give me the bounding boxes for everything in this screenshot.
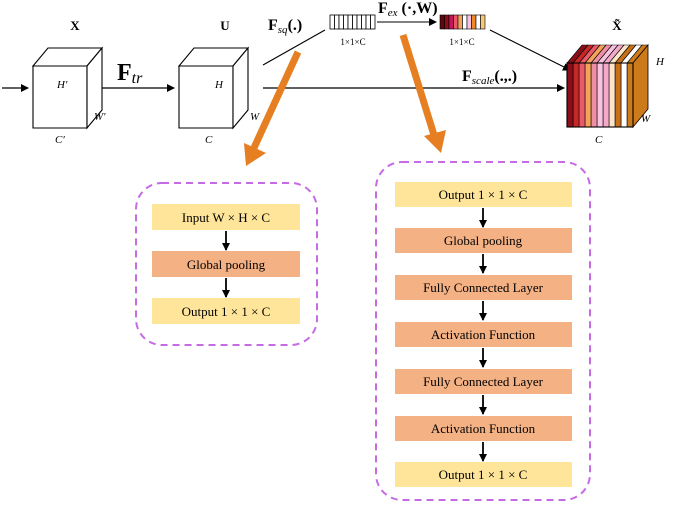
excitation-step-box xyxy=(395,275,572,300)
squeeze-panel: Input W × H × C Global pooling Output 1 … xyxy=(135,182,318,346)
cube-x-c-label: C′ xyxy=(55,134,65,146)
excitation-vector-cell xyxy=(444,14,450,30)
excitation-vector-cell xyxy=(457,14,463,30)
output-slice xyxy=(590,62,598,128)
orange-arrow-excite xyxy=(399,33,446,153)
squeeze-vector-label: 1×1×C xyxy=(340,37,365,47)
output-slice xyxy=(584,62,592,128)
excitation-step-label: Global pooling xyxy=(444,233,523,248)
squeeze-vector-cell xyxy=(343,14,349,30)
cube-x-h-label: H′ xyxy=(56,79,68,91)
excitation-step-label: Activation Function xyxy=(431,421,536,436)
excitation-step-box xyxy=(395,322,572,347)
cube-x-tilde xyxy=(566,43,649,129)
f-tr-label: Ftr xyxy=(117,60,143,87)
excitation-vector-cell xyxy=(475,14,481,30)
excitation-vector-cell xyxy=(471,14,477,30)
output-slice xyxy=(620,62,628,128)
excitation-vector-cell xyxy=(466,14,472,30)
excitation-step-box xyxy=(395,182,572,207)
output-slice xyxy=(596,62,604,128)
excitation-panel: Output 1 × 1 × C Global pooling Fully Co… xyxy=(375,161,591,501)
excitation-step-label: Output 1 × 1 × C xyxy=(439,187,528,202)
orange-arrow-squeeze xyxy=(244,50,302,166)
cube-u-h-label: H xyxy=(214,79,224,91)
cube-x-tilde-w-label: W xyxy=(641,113,651,125)
excitation-step-box xyxy=(395,416,572,441)
output-slice xyxy=(626,62,634,128)
output-slice xyxy=(602,62,610,128)
cube-x-w-label: W′ xyxy=(94,111,106,123)
squeeze-step-box xyxy=(152,298,300,324)
f-sq-label: Fsq(.) xyxy=(268,17,302,36)
cube-u: U H W C xyxy=(177,18,260,146)
squeeze-vector-cell xyxy=(329,14,335,30)
cube-x: X H′ W′ C′ xyxy=(31,18,106,146)
squeeze-vector-cell xyxy=(352,14,358,30)
output-slice xyxy=(578,62,586,128)
f-ex-label: Fex(·,W) xyxy=(378,0,438,19)
excite-to-output-arrow xyxy=(489,29,571,71)
squeeze-vector-cell xyxy=(338,14,344,30)
cube-x-tilde-title: X̃ xyxy=(612,18,622,33)
excitation-step-label: Activation Function xyxy=(431,327,536,342)
squeeze-vector-cell xyxy=(365,14,371,30)
cube-u-c-label: C xyxy=(205,134,213,146)
output-slice xyxy=(572,62,580,128)
squeeze-vector xyxy=(329,14,376,30)
squeeze-step-label: Output 1 × 1 × C xyxy=(182,304,271,319)
excitation-vector-cell xyxy=(480,14,486,30)
cube-u-w-label: W xyxy=(250,111,260,123)
output-slice xyxy=(608,62,616,128)
excitation-step-label: Fully Connected Layer xyxy=(423,374,544,389)
cube-x-tilde-c-label: C xyxy=(595,134,603,146)
squeeze-step-label: Global pooling xyxy=(187,257,266,272)
u-to-squeeze-line xyxy=(262,29,326,66)
excitation-step-box xyxy=(395,228,572,253)
squeeze-step-box xyxy=(152,251,300,277)
output-slice xyxy=(614,62,622,128)
excitation-step-label: Output 1 × 1 × C xyxy=(439,467,528,482)
squeeze-step-box xyxy=(152,204,300,230)
excitation-vector-cell xyxy=(448,14,454,30)
cube-x-title: X xyxy=(70,18,80,33)
excitation-vector xyxy=(439,14,486,30)
excitation-step-label: Fully Connected Layer xyxy=(423,280,544,295)
excitation-step-box xyxy=(395,369,572,394)
cube-x-tilde-h-label: H xyxy=(655,56,665,68)
excitation-vector-label: 1×1×C xyxy=(449,37,474,47)
squeeze-vector-cell xyxy=(361,14,367,30)
squeeze-vector-cell xyxy=(370,14,376,30)
excitation-vector-cell xyxy=(462,14,468,30)
output-slice xyxy=(566,62,574,128)
squeeze-step-label: Input W × H × C xyxy=(182,210,270,225)
squeeze-vector-cell xyxy=(356,14,362,30)
excitation-step-box xyxy=(395,462,572,487)
excitation-vector-cell xyxy=(439,14,445,30)
squeeze-vector-cell xyxy=(347,14,353,30)
output-cube-outline xyxy=(566,62,634,128)
excitation-vector-cell xyxy=(453,14,459,30)
squeeze-vector-cell xyxy=(334,14,340,30)
f-scale-label: Fscale(.,.) xyxy=(462,68,517,87)
cube-u-title: U xyxy=(220,18,230,33)
